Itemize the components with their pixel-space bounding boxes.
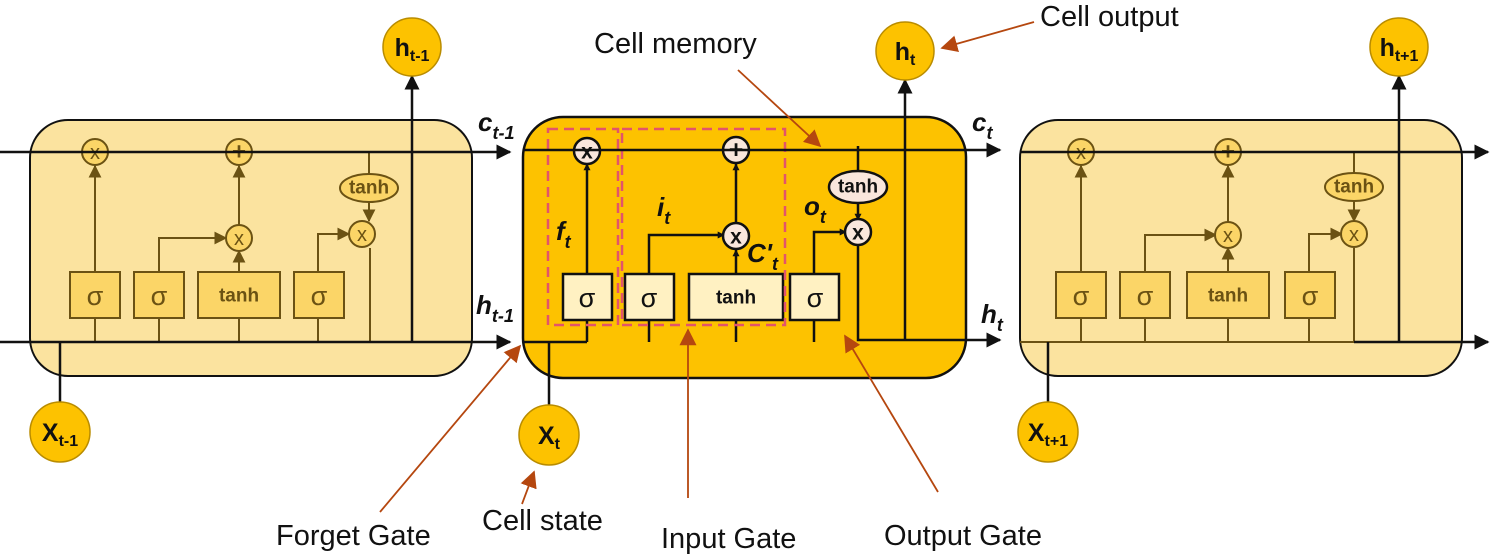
forget-gate-arrow bbox=[379, 344, 522, 513]
output-node-next-label: ht+1 bbox=[1380, 34, 1419, 65]
input-node-prev bbox=[29, 401, 91, 463]
input-node-next bbox=[1017, 401, 1079, 463]
cell-memory-annotation: Cell memory bbox=[594, 28, 757, 60]
multiply-node bbox=[225, 224, 253, 252]
forget-gate-label: ft bbox=[556, 216, 572, 252]
sigma-gate-box bbox=[623, 272, 676, 322]
op-label: x bbox=[730, 226, 742, 249]
input-node-curr bbox=[518, 404, 580, 466]
gate-label: σ bbox=[807, 283, 824, 313]
gate-label: σ bbox=[151, 281, 168, 311]
multiply-node bbox=[721, 221, 751, 251]
cell-output-annotation: Cell output bbox=[1040, 1, 1179, 33]
tanh-gate-box bbox=[1186, 271, 1270, 319]
multiply-node bbox=[843, 217, 873, 247]
sigma-gate-box bbox=[69, 271, 121, 319]
input-node-curr-label: Xt bbox=[538, 422, 561, 453]
lstm-cell-previous: σ σ tanh σ tanh x + x x bbox=[29, 119, 473, 377]
op-label: x bbox=[357, 224, 367, 246]
gate-label: σ bbox=[1137, 281, 1154, 311]
candidate-label: C't bbox=[747, 238, 779, 274]
forget-gate-annotation: Forget Gate bbox=[276, 520, 431, 552]
cell-state-annotation: Cell state bbox=[482, 505, 603, 537]
sigma-gate-box bbox=[293, 271, 345, 319]
op-label: x bbox=[852, 222, 864, 245]
output-node-curr bbox=[875, 21, 935, 81]
multiply-node bbox=[348, 220, 376, 248]
h-curr-label: ht bbox=[981, 299, 1004, 335]
gate-label: σ bbox=[87, 281, 104, 311]
cell-output-arrow bbox=[940, 21, 1035, 53]
gate-label: σ bbox=[579, 283, 596, 313]
tanh-gate-box bbox=[687, 272, 785, 322]
c-curr-label: ct bbox=[972, 107, 993, 143]
multiply-node bbox=[1340, 220, 1368, 248]
tanh-label: tanh bbox=[838, 177, 878, 198]
op-label: x bbox=[1349, 224, 1359, 246]
tanh-node bbox=[339, 173, 399, 203]
gate-label: tanh bbox=[716, 288, 756, 309]
output-node-prev-label: ht-1 bbox=[395, 34, 430, 65]
gate-label: tanh bbox=[1208, 286, 1248, 307]
output-node-next bbox=[1369, 17, 1429, 77]
sigma-gate-box bbox=[1055, 271, 1107, 319]
tanh-label: tanh bbox=[1334, 177, 1374, 198]
cell-state-arrow bbox=[520, 470, 537, 505]
sigma-gate-box bbox=[133, 271, 185, 319]
gate-label: σ bbox=[1302, 281, 1319, 311]
gate-label: σ bbox=[1073, 281, 1090, 311]
cell-memory-arrow bbox=[737, 69, 822, 148]
output-gate-arrow bbox=[844, 334, 939, 493]
input-gate-annotation: Input Gate bbox=[661, 523, 796, 555]
output-gate-annotation: Output Gate bbox=[884, 520, 1042, 552]
gate-label: σ bbox=[311, 281, 328, 311]
sigma-gate-box bbox=[788, 272, 841, 322]
sigma-gate-box bbox=[1119, 271, 1171, 319]
gate-label: tanh bbox=[219, 286, 259, 307]
lstm-cell-current: σ σ tanh σ tanh x + x x ft it ot C't bbox=[521, 115, 968, 406]
op-label: x bbox=[581, 141, 593, 164]
tanh-node bbox=[1324, 172, 1384, 202]
sigma-gate-box bbox=[1284, 271, 1336, 319]
input-node-next-label: Xt+1 bbox=[1028, 419, 1068, 450]
c-prev-label: ct-1 bbox=[478, 107, 514, 143]
sigma-gate-box bbox=[561, 272, 614, 322]
output-node-prev bbox=[382, 17, 442, 77]
input-gate-highlight bbox=[620, 127, 787, 327]
output-node-curr-label: ht bbox=[895, 38, 916, 69]
op-label: x bbox=[1223, 225, 1233, 247]
input-node-prev-label: Xt-1 bbox=[42, 419, 78, 450]
gate-label: σ bbox=[641, 283, 658, 313]
tanh-gate-box bbox=[197, 271, 281, 319]
h-prev-label: ht-1 bbox=[476, 290, 514, 326]
forget-gate-highlight bbox=[546, 127, 620, 327]
output-gate-label: ot bbox=[804, 191, 827, 227]
input-gate-label: it bbox=[657, 192, 671, 228]
multiply-node bbox=[1214, 221, 1242, 249]
op-label: x bbox=[234, 228, 244, 250]
tanh-label: tanh bbox=[349, 178, 389, 199]
tanh-node bbox=[827, 169, 889, 205]
lstm-cell-next: σ σ tanh σ tanh x + x x bbox=[1019, 119, 1463, 377]
